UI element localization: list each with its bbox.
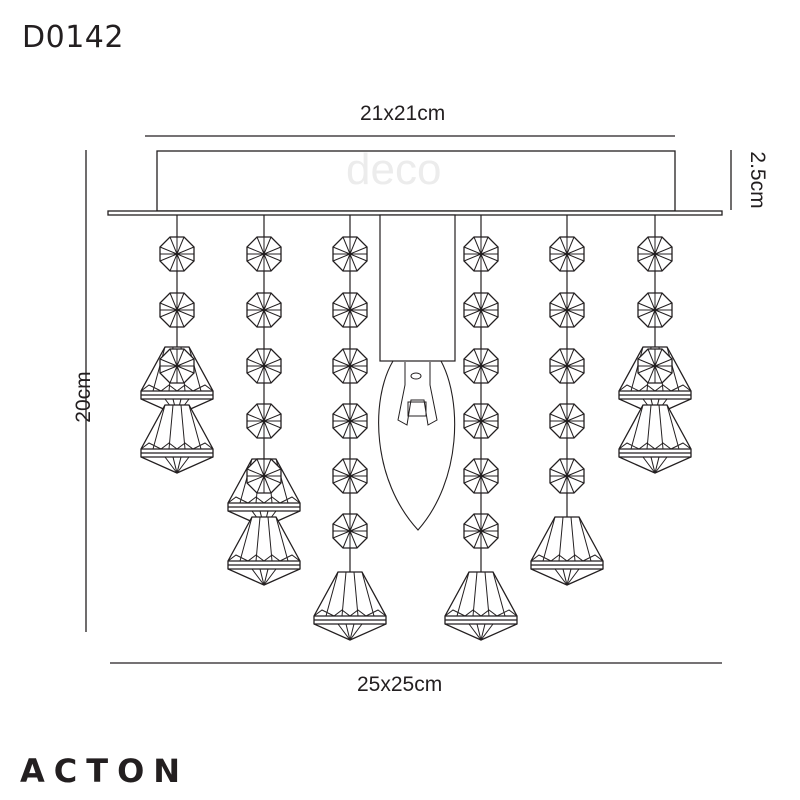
canopy-width-label: 21x21cm: [360, 102, 446, 125]
canopy: [156, 150, 676, 212]
crystal-strand-5: [530, 215, 604, 586]
lamp-holder: [379, 214, 456, 362]
crystal-strand-1: [140, 215, 214, 474]
product-name: ACTON: [20, 752, 190, 790]
crystal-strand-6: [618, 215, 692, 474]
crystal-strand-4: [444, 215, 518, 641]
crystal-strand-3: [313, 215, 387, 641]
product-code: D0142: [22, 20, 124, 55]
bulb-filament: [397, 362, 438, 426]
crystal-strand-2: [227, 215, 301, 586]
ceiling-plate: [107, 210, 723, 216]
watermark-logo: deco: [346, 145, 442, 194]
overall-width-label: 25x25cm: [357, 673, 443, 696]
canopy-height-label: 2.5cm: [746, 151, 769, 209]
candle-bulb: [378, 360, 456, 531]
overall-height-label: 20cm: [72, 371, 95, 423]
